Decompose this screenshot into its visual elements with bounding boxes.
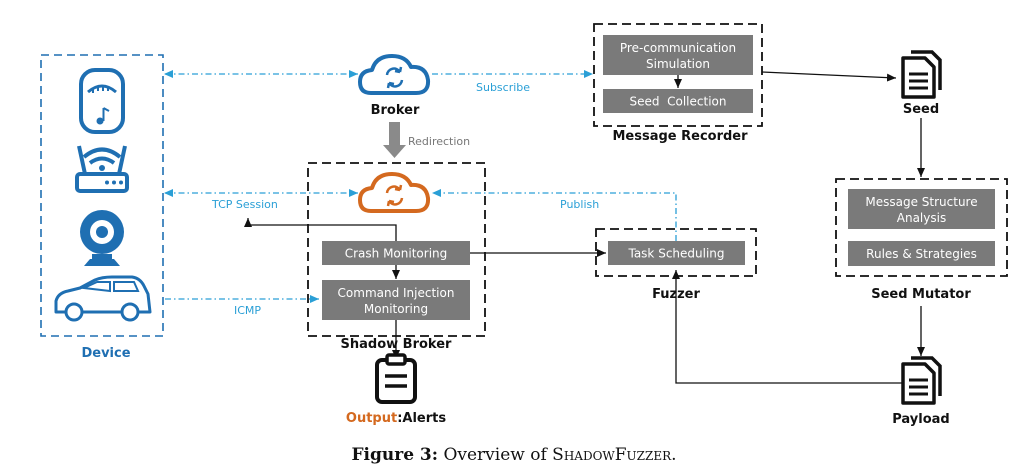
cloud-sync-icon bbox=[358, 54, 431, 95]
recorder-to-seed-edge bbox=[761, 71, 897, 82]
redirection-arrow bbox=[383, 122, 406, 158]
rules-strategies-box: Rules & Strategies bbox=[848, 241, 995, 266]
pre-communication-text-2: Simulation bbox=[646, 57, 710, 71]
output-label: Output:Alerts bbox=[346, 411, 446, 426]
crash-monitoring-box: Crash Monitoring bbox=[322, 241, 470, 265]
payload-to-fuzzer-edge bbox=[672, 270, 902, 384]
payload-label: Payload bbox=[892, 412, 950, 427]
device-group: Device bbox=[40, 54, 164, 361]
message-structure-box: Message Structure Analysis bbox=[848, 189, 995, 229]
fuzzer-label: Fuzzer bbox=[652, 287, 700, 302]
message-structure-text-1: Message Structure bbox=[865, 195, 977, 209]
seed-mutator-label: Seed Mutator bbox=[871, 287, 971, 302]
fuzzer-group: Task Scheduling Fuzzer bbox=[595, 228, 757, 302]
broker-node: Broker bbox=[358, 54, 431, 118]
publish-label: Publish bbox=[560, 198, 599, 211]
seed-node: Seed bbox=[901, 50, 942, 117]
shadow-cloud-sync-icon bbox=[358, 172, 431, 213]
seed-collection-box: Seed Collection bbox=[603, 89, 753, 113]
output-node: Output:Alerts bbox=[346, 353, 446, 426]
car-icon bbox=[54, 275, 152, 322]
pre-communication-box: Pre-communication Simulation bbox=[603, 35, 753, 75]
task-scheduling-box: Task Scheduling bbox=[608, 241, 745, 265]
tcp-session-label: TCP Session bbox=[211, 198, 278, 211]
message-structure-text-2: Analysis bbox=[897, 211, 946, 225]
router-icon bbox=[75, 145, 129, 193]
task-scheduling-text: Task Scheduling bbox=[627, 247, 724, 261]
document-stack-icon bbox=[901, 50, 942, 99]
pre-communication-text-1: Pre-communication bbox=[620, 41, 736, 55]
payload-node: Payload bbox=[892, 356, 950, 427]
camera-icon bbox=[80, 210, 124, 266]
caption-suffix: . bbox=[671, 445, 676, 465]
payload-document-icon bbox=[901, 356, 942, 405]
clipboard-icon bbox=[375, 353, 417, 404]
command-injection-text-2: Monitoring bbox=[364, 302, 428, 316]
shadow-broker-group: Crash Monitoring Command Injection Monit… bbox=[307, 162, 486, 352]
subscribe-label: Subscribe bbox=[476, 81, 530, 94]
figure-caption: Figure 3: Overview of ShadowFuzzer. bbox=[351, 445, 676, 465]
seed-mutator-group: Message Structure Analysis Rules & Strat… bbox=[835, 178, 1008, 302]
publish-edge bbox=[432, 189, 677, 241]
crash-monitoring-text: Crash Monitoring bbox=[345, 247, 448, 261]
broker-label: Broker bbox=[371, 103, 420, 118]
redirection-label: Redirection bbox=[408, 135, 470, 148]
output-suffix: :Alerts bbox=[397, 411, 446, 426]
seed-collection-text: Seed Collection bbox=[630, 95, 727, 109]
device-label: Device bbox=[81, 346, 130, 361]
caption-name: ShadowFuzzer bbox=[552, 445, 672, 465]
command-injection-text-1: Command Injection bbox=[338, 286, 455, 300]
output-prefix: Output bbox=[346, 411, 397, 426]
rules-strategies-text: Rules & Strategies bbox=[866, 247, 977, 261]
command-injection-box: Command Injection Monitoring bbox=[322, 280, 470, 320]
tcp-session-edge bbox=[244, 218, 397, 241]
icmp-label: ICMP bbox=[234, 304, 261, 317]
message-recorder-group: Pre-communication Simulation Seed Collec… bbox=[593, 23, 763, 144]
caption-text: Overview of bbox=[438, 445, 552, 465]
caption-prefix: Figure 3: bbox=[351, 445, 438, 465]
message-recorder-label: Message Recorder bbox=[612, 129, 748, 144]
smart-speaker-icon bbox=[79, 68, 125, 134]
seed-label: Seed bbox=[903, 102, 939, 117]
